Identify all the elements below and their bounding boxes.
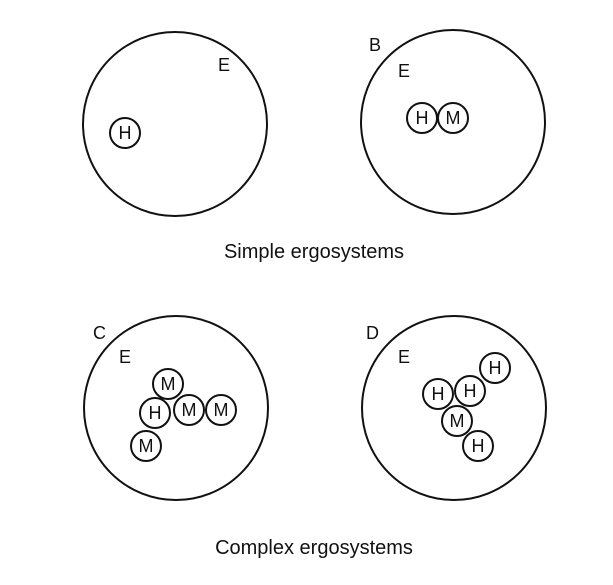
node-label-d-3: H — [464, 381, 477, 401]
node-circle-d-3 — [454, 375, 486, 407]
node-d-1: H — [479, 352, 511, 384]
node-label-b-1: H — [416, 108, 429, 128]
environment-label-c: E — [119, 347, 131, 367]
node-label-d-4: M — [450, 411, 465, 431]
environment-circle-a — [82, 31, 268, 217]
node-circle-c-3 — [173, 394, 205, 426]
node-label-c-2: H — [149, 403, 162, 423]
node-b-2: M — [437, 102, 469, 134]
environment-circle-b — [360, 29, 546, 215]
environment-label-a: E — [218, 55, 230, 75]
panel-label-d: D — [366, 323, 379, 343]
node-c-2: H — [139, 397, 171, 429]
node-circle-d-1 — [479, 352, 511, 384]
caption-simple: Simple ergosystems — [224, 241, 404, 263]
node-label-c-5: M — [139, 436, 154, 456]
node-label-b-2: M — [446, 108, 461, 128]
node-c-3: M — [173, 394, 205, 426]
node-d-3: H — [454, 375, 486, 407]
node-d-4: M — [441, 405, 473, 437]
node-label-d-5: H — [472, 436, 485, 456]
node-circle-b-2 — [437, 102, 469, 134]
panel-label-b: B — [369, 35, 381, 55]
node-c-5: M — [130, 430, 162, 462]
panel-b: B E H M — [360, 29, 546, 215]
node-b-1: H — [406, 102, 438, 134]
panel-d: D E H H H M H — [361, 315, 547, 501]
node-c-4: M — [205, 394, 237, 426]
node-circle-a-1 — [109, 117, 141, 149]
node-label-d-2: H — [432, 384, 445, 404]
node-label-c-1: M — [161, 374, 176, 394]
environment-label-d: E — [398, 347, 410, 367]
caption-complex: Complex ergosystems — [215, 537, 413, 559]
node-circle-d-4 — [441, 405, 473, 437]
node-circle-d-2 — [422, 378, 454, 410]
panel-c: C E M H M M M — [83, 315, 269, 501]
node-circle-c-4 — [205, 394, 237, 426]
node-label-a-1: H — [119, 123, 132, 143]
node-label-c-4: M — [214, 400, 229, 420]
environment-label-b: E — [398, 61, 410, 81]
environment-circle-c — [83, 315, 269, 501]
node-circle-d-5 — [462, 430, 494, 462]
node-d-2: H — [422, 378, 454, 410]
environment-circle-d — [361, 315, 547, 501]
node-circle-c-1 — [152, 368, 184, 400]
node-circle-c-2 — [139, 397, 171, 429]
node-c-1: M — [152, 368, 184, 400]
panel-label-c: C — [93, 323, 106, 343]
node-circle-c-5 — [130, 430, 162, 462]
node-a-1: H — [109, 117, 141, 149]
node-label-c-3: M — [182, 400, 197, 420]
node-label-d-1: H — [489, 358, 502, 378]
panel-a: E H — [82, 31, 268, 217]
node-d-5: H — [462, 430, 494, 462]
